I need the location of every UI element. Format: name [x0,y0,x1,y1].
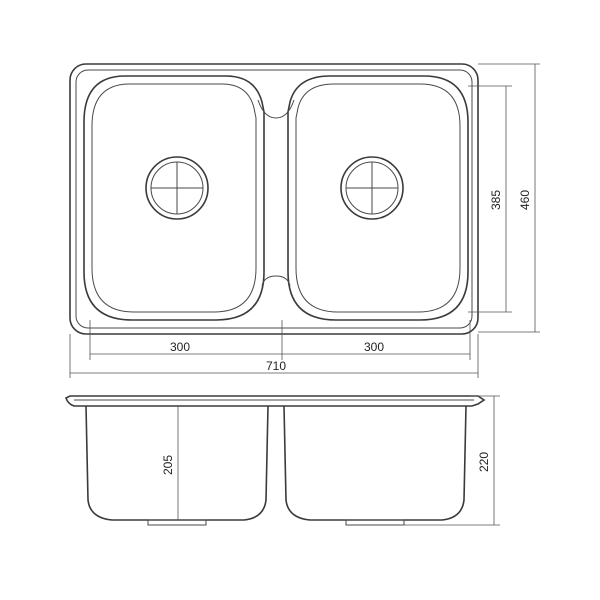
side-view [65,395,486,526]
dim-bowl-width-left: 300 [170,340,190,354]
sink-inner-rim [75,69,473,329]
dim-overall-height: 460 [518,190,532,210]
dim-bowl-width-right: 300 [364,340,384,354]
side-rim [65,395,486,407]
center-divider-bottom [261,275,291,287]
dimension-lines [69,63,540,378]
right-bowl-profile [283,405,467,521]
right-bowl-outline [287,75,469,321]
dim-overall-width: 710 [266,359,286,373]
dim-overall-depth: 220 [477,452,491,472]
left-bowl-inner-outline [91,83,257,313]
side-dimension-lines [177,395,500,526]
dim-bowl-height: 385 [489,190,503,210]
left-bowl-profile [85,405,269,521]
top-view [69,63,479,335]
left-drain-icon [145,156,209,220]
right-drain-icon [340,156,404,220]
right-bowl-inner-outline [295,83,461,313]
left-bowl-outline [83,75,265,321]
right-drain-outlet [345,519,405,526]
dim-bowl-depth: 205 [161,455,175,475]
sink-outer-rim [69,63,479,335]
center-divider-top [257,99,295,119]
left-drain-outlet [147,519,207,526]
